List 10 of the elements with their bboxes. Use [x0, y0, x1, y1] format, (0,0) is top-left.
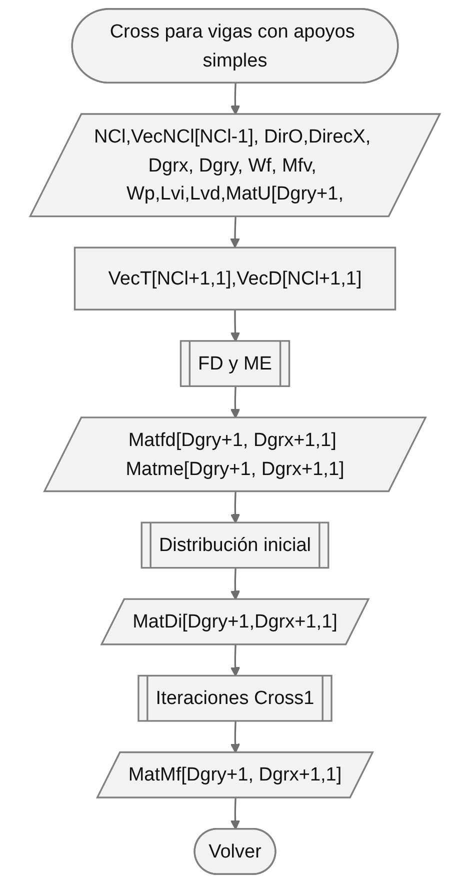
arrow — [230, 798, 240, 830]
arrow — [230, 310, 240, 342]
arrow — [230, 721, 240, 754]
arrow — [230, 492, 240, 524]
arrow — [230, 386, 240, 418]
arrow — [230, 644, 240, 677]
node-box: VecT[NCl+1,1],VecD[NCl+1,1] — [74, 246, 396, 310]
arrow — [230, 568, 240, 600]
arrow — [230, 216, 240, 248]
arrow — [230, 83, 240, 116]
